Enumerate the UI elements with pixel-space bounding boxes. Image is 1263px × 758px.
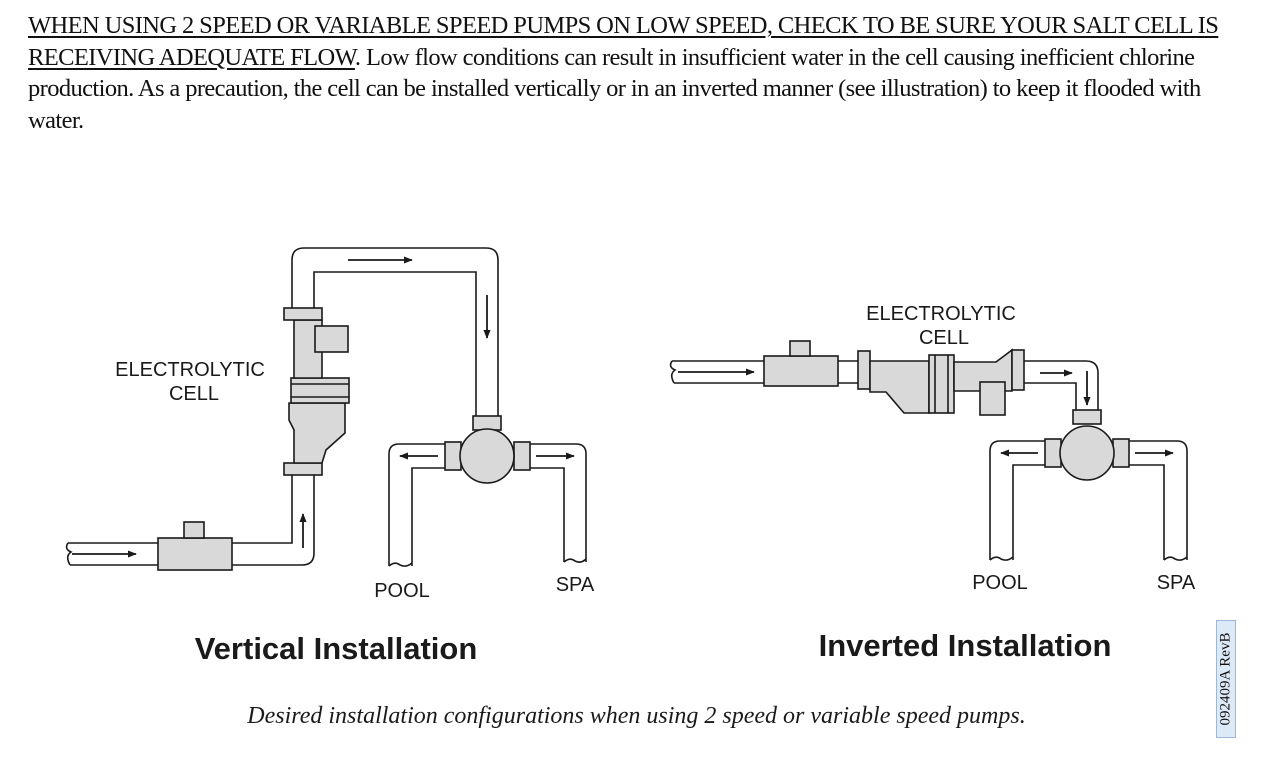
inverted-electrolytic-cell [857, 348, 1025, 416]
inverted-cell-label-line1: ELECTROLYTIC [866, 303, 1016, 325]
vertical-riser-pipe [232, 475, 315, 566]
inverted-pool-label: POOL [972, 572, 1028, 594]
intro-warning: WHEN USING 2 SPEED OR VARIABLE SPEED PUM… [28, 12, 1219, 71]
inverted-installation-title: Inverted Installation [819, 628, 1112, 663]
vertical-installation-diagram [65, 247, 587, 571]
inverted-inlet-tee [763, 340, 839, 387]
vertical-pool-label: POOL [374, 580, 430, 602]
vertical-spa-label: SPA [556, 574, 595, 596]
vertical-spa-outlet [530, 443, 587, 563]
vertical-inlet-tee [157, 521, 233, 571]
vertical-installation-title: Vertical Installation [195, 631, 478, 666]
document-id-badge: 092409A RevB [1216, 620, 1236, 738]
inverted-inlet-pipe [669, 360, 764, 384]
intro-rest: . Low flow conditions can result in insu… [28, 43, 1201, 134]
inverted-connector-pipe [838, 360, 858, 384]
inverted-spa-label: SPA [1157, 572, 1196, 594]
vertical-inlet-pipe [65, 542, 158, 566]
vertical-valve [444, 415, 531, 484]
inverted-pool-outlet [989, 440, 1045, 561]
vertical-top-pipe [291, 247, 499, 416]
inverted-spa-outlet [1129, 440, 1188, 561]
vertical-electrolytic-cell [283, 307, 350, 476]
vertical-cell-label-line2: CELL [169, 383, 219, 405]
figure-caption: Desired installation configurations when… [247, 703, 1026, 729]
inverted-valve [1044, 409, 1130, 481]
vertical-pool-outlet [388, 443, 445, 567]
intro-paragraph: WHEN USING 2 SPEED OR VARIABLE SPEED PUM… [28, 10, 1233, 136]
inverted-installation-diagram [669, 340, 1188, 561]
inverted-down-pipe [1024, 360, 1099, 410]
inverted-cell-label-line2: CELL [919, 327, 969, 349]
document-id-text: 092409A RevB [1217, 632, 1234, 726]
vertical-cell-label-line1: ELECTROLYTIC [115, 359, 265, 381]
